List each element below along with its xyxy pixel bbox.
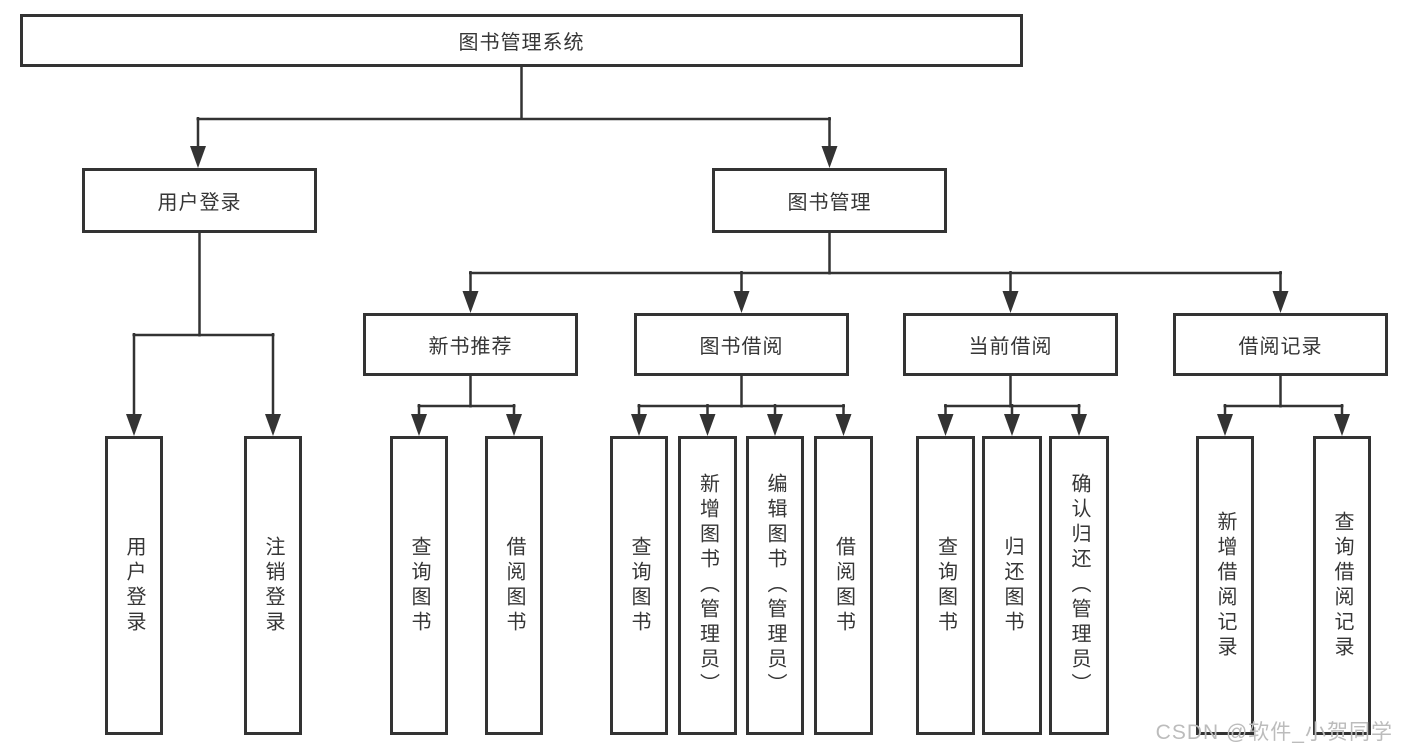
connector-book-management-to-level3	[462, 233, 1289, 313]
leaf-edit-book-admin: 编辑图书（管理员）	[746, 436, 804, 735]
leaf-logout: 注销登录	[244, 436, 302, 735]
csdn-watermark: CSDN @软件_小贺同学	[1155, 721, 1393, 744]
connector-borrow-records-to-leaves	[1217, 376, 1350, 436]
leaf-return-book: 归还图书	[982, 436, 1042, 735]
connector-current-borrow-to-leaves	[937, 376, 1087, 436]
leaf-query-book: 查询图书	[610, 436, 668, 735]
node-current-borrow: 当前借阅	[903, 313, 1118, 376]
leaf-add-borrow-record: 新增借阅记录	[1196, 436, 1254, 735]
leaf-borrow-book: 借阅图书	[814, 436, 873, 735]
connector-new-book-recommend-to-leaves	[411, 376, 522, 436]
leaf-query-book: 查询图书	[916, 436, 975, 735]
node-book-borrow: 图书借阅	[634, 313, 849, 376]
node-book-management: 图书管理	[712, 168, 947, 233]
connector-user-login-to-leaves	[126, 233, 281, 436]
leaf-borrow-book: 借阅图书	[485, 436, 543, 735]
node-borrow-records: 借阅记录	[1173, 313, 1388, 376]
leaf-user-login: 用户登录	[105, 436, 163, 735]
node-root: 图书管理系统	[20, 14, 1023, 67]
connector-book-borrow-to-leaves	[631, 376, 852, 436]
leaf-confirm-return-admin: 确认归还（管理员）	[1049, 436, 1109, 735]
leaf-query-borrow-record: 查询借阅记录	[1313, 436, 1371, 735]
connector-root-to-level2	[190, 67, 838, 168]
leaf-add-book-admin: 新增图书（管理员）	[678, 436, 737, 735]
node-new-book-recommend: 新书推荐	[363, 313, 578, 376]
node-user-login: 用户登录	[82, 168, 317, 233]
leaf-query-book: 查询图书	[390, 436, 448, 735]
